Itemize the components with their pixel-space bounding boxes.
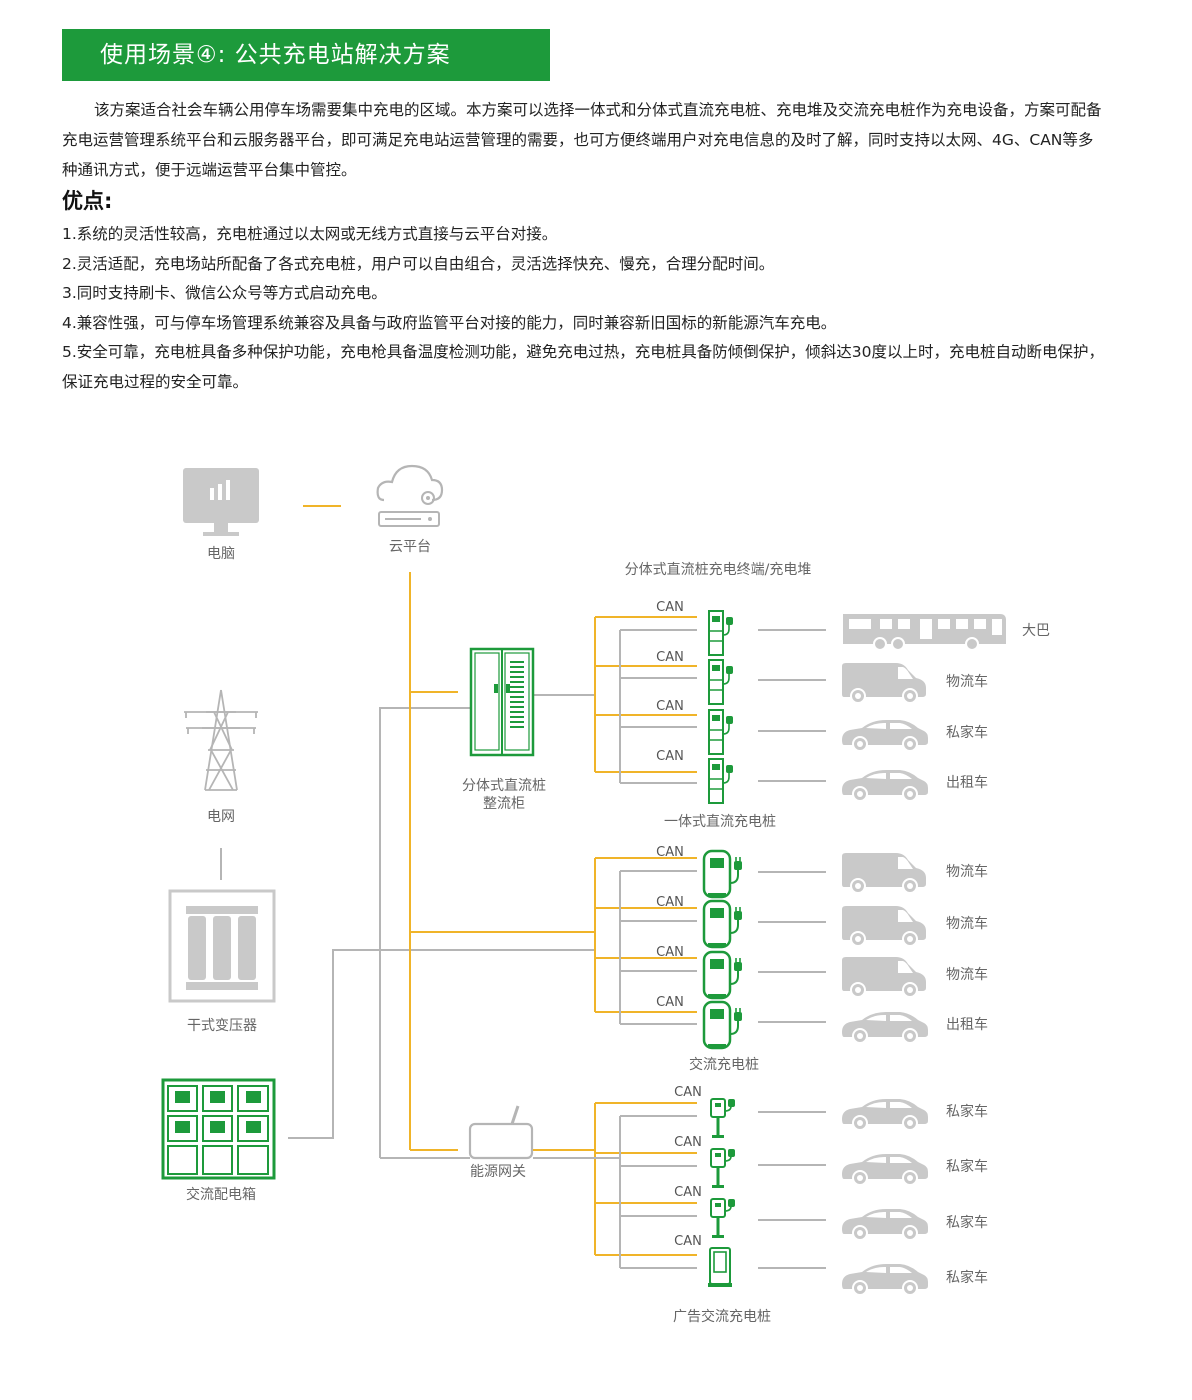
gateway-label: 能源网关	[470, 1164, 526, 1180]
power-lines	[288, 694, 595, 1159]
can-label: CAN	[656, 845, 684, 860]
rectifier-cabinet-icon	[469, 647, 535, 757]
can-label: CAN	[656, 600, 684, 615]
comm-bus	[409, 572, 595, 1151]
group1-lines	[594, 616, 697, 784]
van-icon	[841, 662, 927, 704]
split-dc-terminal-icon	[708, 709, 734, 755]
van-icon	[841, 905, 927, 947]
ac-pile-icon	[709, 1097, 737, 1140]
can-label: CAN	[674, 1135, 702, 1150]
vehicle-label-car: 私家车	[946, 1269, 988, 1286]
car-icon	[841, 1098, 929, 1131]
car-icon	[841, 1153, 929, 1186]
ac-pile-icon	[709, 1147, 737, 1190]
group3-lines	[533, 1102, 697, 1269]
vehicle-label-car: 私家车	[946, 1103, 988, 1120]
vehicle-label-taxi: 出租车	[946, 774, 988, 791]
advantages-title: 优点:	[62, 189, 113, 213]
vehicle-label-van: 物流车	[946, 673, 988, 690]
advantage-item: 2.灵活适配，充电场站所配备了各式充电桩，用户可以自由组合，灵活选择快充、慢充，…	[62, 254, 775, 273]
group3-vehicle-links	[758, 1111, 826, 1269]
taxi-icon	[841, 1011, 929, 1044]
energy-gateway-icon	[468, 1105, 534, 1160]
transformer-label: 干式变压器	[187, 1018, 257, 1034]
can-label: CAN	[656, 749, 684, 764]
group2-vehicle-links	[758, 871, 826, 1023]
bus-icon	[843, 614, 1006, 651]
split-dc-terminal-icon	[708, 610, 734, 656]
group4-title: 广告交流充电桩	[673, 1308, 771, 1325]
transformer-icon	[168, 889, 276, 1003]
advantage-item: 5.安全可靠，充电桩具备多种保护功能，充电枪具备温度检测功能，避免充电过热，充电…	[62, 343, 1105, 391]
group1-vehicle-links	[758, 629, 826, 782]
vehicle-label-car: 私家车	[946, 1158, 988, 1175]
van-icon	[841, 956, 927, 998]
power-tower-icon	[184, 689, 258, 791]
taxi-icon	[841, 769, 929, 802]
ac-box-label: 交流配电箱	[186, 1186, 256, 1203]
vehicle-label-bus: 大巴	[1022, 623, 1050, 639]
integrated-dc-pile-icon	[702, 849, 744, 899]
can-label: CAN	[674, 1185, 702, 1200]
can-label: CAN	[656, 995, 684, 1010]
split-dc-terminal-icon	[708, 758, 734, 804]
integrated-dc-pile-icon	[702, 950, 744, 1000]
can-label: CAN	[674, 1234, 702, 1249]
can-label: CAN	[656, 650, 684, 665]
intro-text: 该方案适合社会车辆公用停车场需要集中充电的区域。本方案可以选择一体式和分体式直流…	[62, 101, 1102, 179]
car-icon	[841, 719, 929, 752]
section-banner: 使用场景④: 公共充电站解决方案	[62, 29, 550, 81]
vehicle-label-taxi: 出租车	[946, 1016, 988, 1033]
ad-ac-pile-icon	[708, 1247, 732, 1287]
group1-title: 分体式直流桩充电终端/充电堆	[625, 561, 812, 578]
vehicle-label-car: 私家车	[946, 1214, 988, 1231]
vehicle-label-van: 物流车	[946, 863, 988, 880]
advantage-item: 3.同时支持刷卡、微信公众号等方式启动充电。	[62, 284, 387, 302]
cloud-server-icon	[376, 464, 444, 527]
grid-label: 电网	[207, 809, 235, 825]
advantage-item: 4.兼容性强，可与停车场管理系统兼容及具备与政府监管平台对接的能力，同时兼容新旧…	[62, 313, 837, 332]
cloud-label: 云平台	[389, 539, 431, 555]
van-icon	[841, 852, 927, 894]
group2-lines	[594, 857, 697, 1025]
computer-icon	[183, 468, 259, 536]
integrated-dc-pile-icon	[702, 899, 744, 949]
group2-title: 一体式直流充电桩	[664, 813, 776, 830]
split-dc-terminal-icon	[708, 659, 734, 705]
can-label: CAN	[674, 1085, 702, 1100]
can-label: CAN	[656, 699, 684, 714]
rectifier-label-2: 整流柜	[483, 796, 525, 812]
section-title: 使用场景④: 公共充电站解决方案	[100, 42, 451, 68]
car-icon	[841, 1208, 929, 1241]
ac-distribution-box-icon	[161, 1078, 276, 1180]
vehicle-label-van: 物流车	[946, 915, 988, 932]
computer-label: 电脑	[207, 546, 235, 562]
ac-pile-icon	[709, 1197, 737, 1240]
intro-paragraph: 该方案适合社会车辆公用停车场需要集中充电的区域。本方案可以选择一体式和分体式直流…	[62, 95, 1102, 185]
vehicle-label-van: 物流车	[946, 966, 988, 983]
rectifier-label-1: 分体式直流桩	[462, 777, 546, 794]
can-label: CAN	[656, 945, 684, 960]
advantage-item: 1.系统的灵活性较高，充电桩通过以太网或无线方式直接与云平台对接。	[62, 225, 558, 243]
group3-title: 交流充电桩	[689, 1056, 759, 1073]
vehicle-label-car: 私家车	[946, 724, 988, 741]
integrated-dc-pile-icon	[702, 1000, 744, 1050]
can-label: CAN	[656, 895, 684, 910]
advantages-list: 1.系统的灵活性较高，充电桩通过以太网或无线方式直接与云平台对接。 2.灵活适配…	[62, 220, 1112, 397]
car-icon	[841, 1263, 929, 1296]
